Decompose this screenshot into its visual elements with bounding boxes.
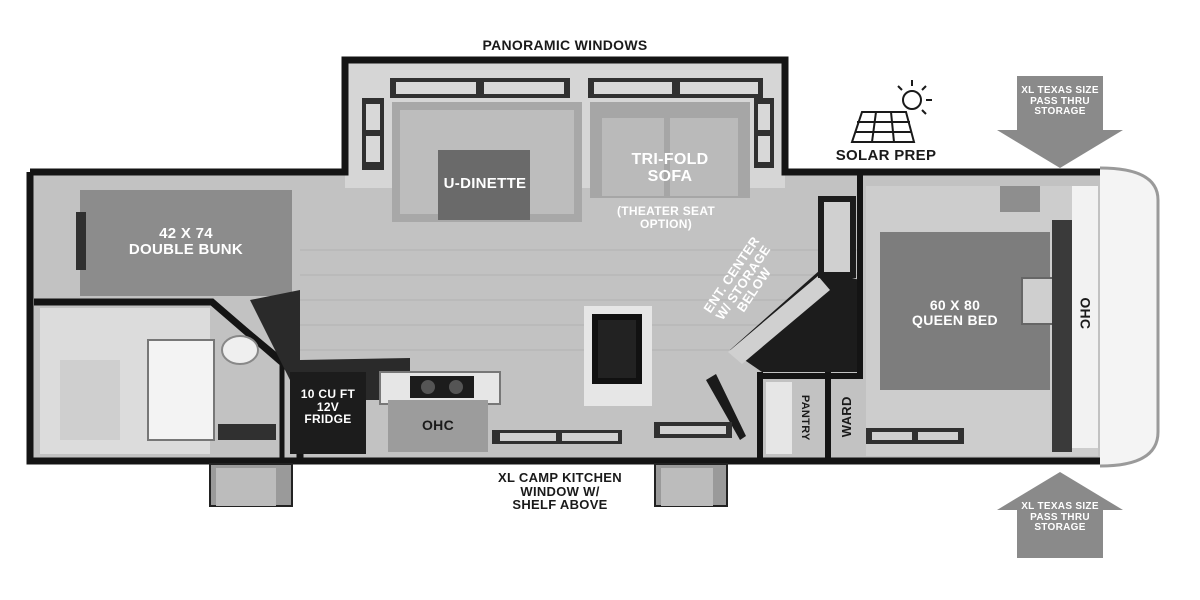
kitchen-counter bbox=[250, 290, 622, 454]
solar-panel-icon bbox=[850, 111, 916, 143]
u-dinette-furniture bbox=[392, 102, 582, 222]
ohc-bedroom-label: OHC bbox=[1077, 297, 1094, 330]
exterior-wall bbox=[30, 56, 1105, 176]
entry-steps bbox=[209, 463, 728, 507]
panoramic-windows-label: PANORAMIC WINDOWS bbox=[482, 37, 648, 53]
theater-seat-label: (THEATER SEAT OPTION) bbox=[616, 204, 716, 231]
bathroom bbox=[40, 308, 276, 454]
double-bunk-label: 42 X 74 DOUBLE BUNK bbox=[128, 225, 244, 258]
sun-icon bbox=[897, 80, 932, 115]
storage-arrow-down-icon bbox=[997, 76, 1123, 168]
fridge-label: 10 CU FT 12V FRIDGE bbox=[300, 387, 356, 427]
pantry-wall bbox=[757, 170, 863, 458]
storage-top-label: XL TEXAS SIZE PASS THRU STORAGE bbox=[1021, 85, 1099, 117]
bedroom bbox=[866, 186, 1098, 456]
front-cap bbox=[1099, 166, 1160, 468]
solar-prep-label: SOLAR PREP bbox=[835, 147, 937, 164]
entry-door bbox=[654, 374, 746, 440]
panoramic-windows bbox=[362, 78, 774, 170]
tri-fold-sofa-label: TRI-FOLD SOFA bbox=[631, 151, 709, 185]
entertainment-center bbox=[728, 196, 860, 372]
pantry-label: PANTRY bbox=[798, 394, 811, 441]
floor-texture bbox=[300, 249, 860, 351]
camp-kitchen-label: XL CAMP KITCHEN WINDOW W/ SHELF ABOVE bbox=[498, 470, 622, 513]
pantry-shelves bbox=[766, 382, 792, 454]
double-bunk-furniture bbox=[76, 190, 292, 296]
storage-bottom-label: XL TEXAS SIZE PASS THRU STORAGE bbox=[1021, 501, 1099, 533]
ohc-kitchen-label: OHC bbox=[421, 417, 454, 433]
exterior-wall-bottom bbox=[26, 172, 1105, 465]
u-dinette-label: U-DINETTE bbox=[443, 175, 527, 192]
tri-fold-sofa-furniture bbox=[590, 102, 750, 198]
queen-bed-label: 60 X 80 QUEEN BED bbox=[912, 297, 998, 328]
kitchen-island bbox=[584, 306, 652, 406]
ward-label: WARD bbox=[839, 396, 855, 438]
storage-arrow-up-icon bbox=[997, 472, 1123, 558]
